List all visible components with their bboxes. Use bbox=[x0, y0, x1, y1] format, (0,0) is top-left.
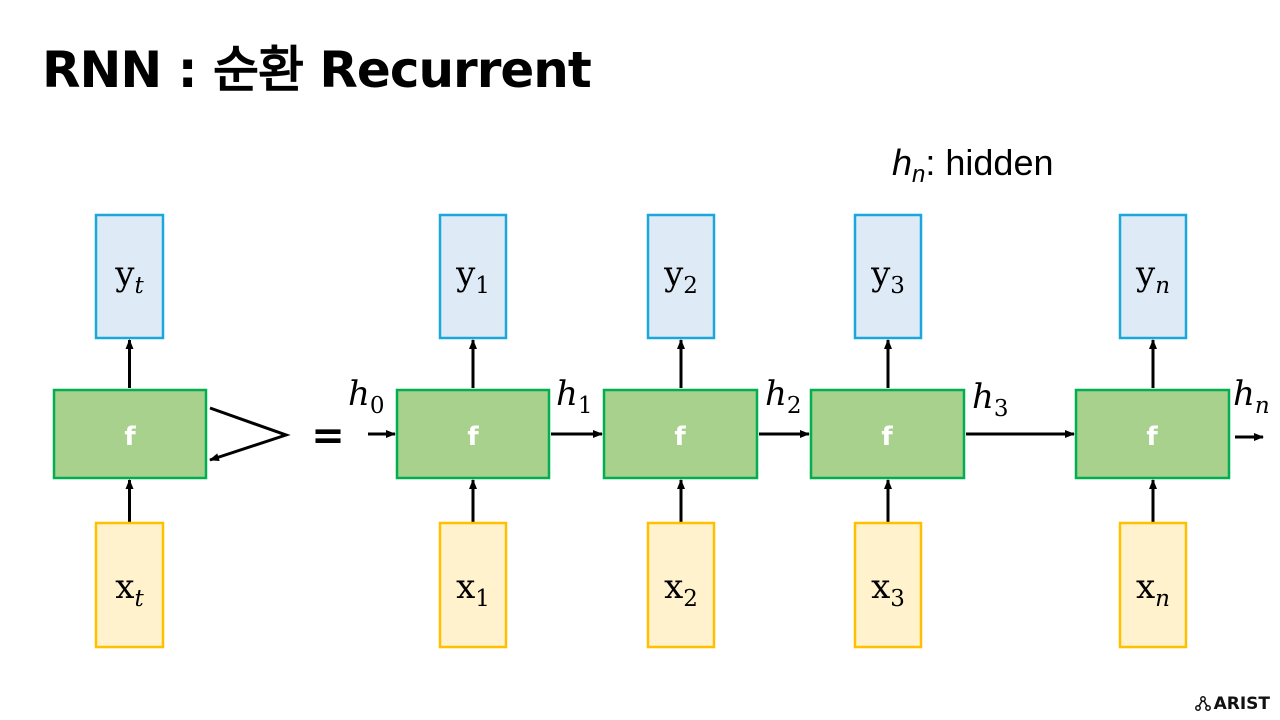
input-label: x3 bbox=[871, 567, 905, 612]
folded-rnn: yt f xt bbox=[52, 213, 291, 649]
hidden-legend: hn: hidden bbox=[892, 142, 1054, 188]
rnn-cell bbox=[602, 388, 759, 480]
hidden-state-label: h1 bbox=[556, 374, 593, 419]
input-label: x2 bbox=[664, 567, 698, 612]
time-step: yn f xn hn bbox=[1074, 213, 1270, 649]
rnn-cell bbox=[395, 388, 551, 480]
input-label: xn bbox=[1136, 567, 1170, 612]
legend-symbol: h bbox=[892, 142, 912, 183]
cell-label: f bbox=[124, 422, 136, 452]
input-box bbox=[853, 521, 923, 649]
recurrent-loop-arrow bbox=[209, 406, 291, 462]
output-label: yt bbox=[114, 254, 144, 299]
hidden-state-label: h2 bbox=[765, 374, 802, 419]
output-label: yn bbox=[1135, 254, 1170, 299]
output-label: y1 bbox=[455, 254, 490, 299]
brand-name: ARIST bbox=[1213, 694, 1270, 714]
hidden-state-label: hn bbox=[1233, 374, 1270, 419]
time-step: y3 f x3 h3 bbox=[809, 213, 1075, 649]
time-step: y2 f x2 h2 bbox=[602, 213, 810, 649]
rnn-cell bbox=[52, 388, 208, 480]
cell-label: f bbox=[674, 422, 686, 452]
rnn-cell bbox=[1074, 388, 1231, 480]
input-box bbox=[438, 521, 508, 649]
unrolled-rnn: h0 y1 f x1 h1 y2 f x2 h2 bbox=[348, 213, 1270, 649]
rnn-cell bbox=[809, 388, 966, 480]
input-label: xt bbox=[115, 567, 144, 612]
input-label: x1 bbox=[456, 567, 490, 612]
output-box bbox=[853, 213, 923, 340]
legend-subscript: n bbox=[912, 161, 925, 188]
output-box bbox=[94, 213, 165, 340]
input-box bbox=[94, 521, 165, 649]
output-box bbox=[1118, 213, 1188, 340]
output-label: y3 bbox=[870, 254, 905, 299]
input-box bbox=[1118, 521, 1188, 649]
output-label: y2 bbox=[663, 254, 698, 299]
initial-state-label: h0 bbox=[348, 374, 385, 419]
brand-logo: ARIST bbox=[1194, 694, 1270, 714]
hidden-state-label: h3 bbox=[972, 377, 1009, 422]
legend-text: : hidden bbox=[925, 142, 1053, 183]
input-box bbox=[646, 521, 716, 649]
cell-label: f bbox=[881, 422, 893, 452]
output-box bbox=[646, 213, 716, 340]
output-box bbox=[438, 213, 508, 340]
equals-sign: = bbox=[311, 413, 345, 459]
cell-label: f bbox=[1146, 422, 1158, 452]
page-title: RNN : 순환 Recurrent bbox=[42, 41, 592, 99]
cell-label: f bbox=[467, 422, 479, 452]
time-step: y1 f x1 h1 bbox=[395, 213, 603, 649]
molecule-icon bbox=[1194, 696, 1211, 711]
